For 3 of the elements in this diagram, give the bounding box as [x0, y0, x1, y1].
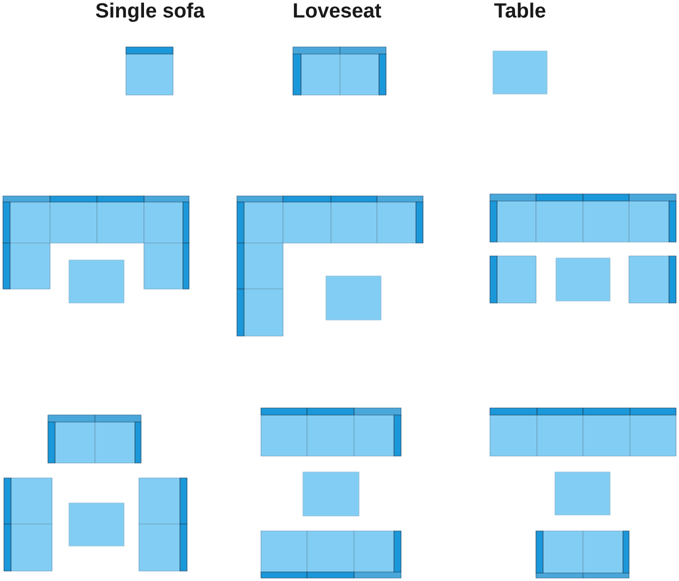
column-heading: Loveseat — [294, 3, 382, 18]
column-heading: Single sofa — [96, 2, 205, 22]
column-heading: Table — [494, 2, 546, 18]
